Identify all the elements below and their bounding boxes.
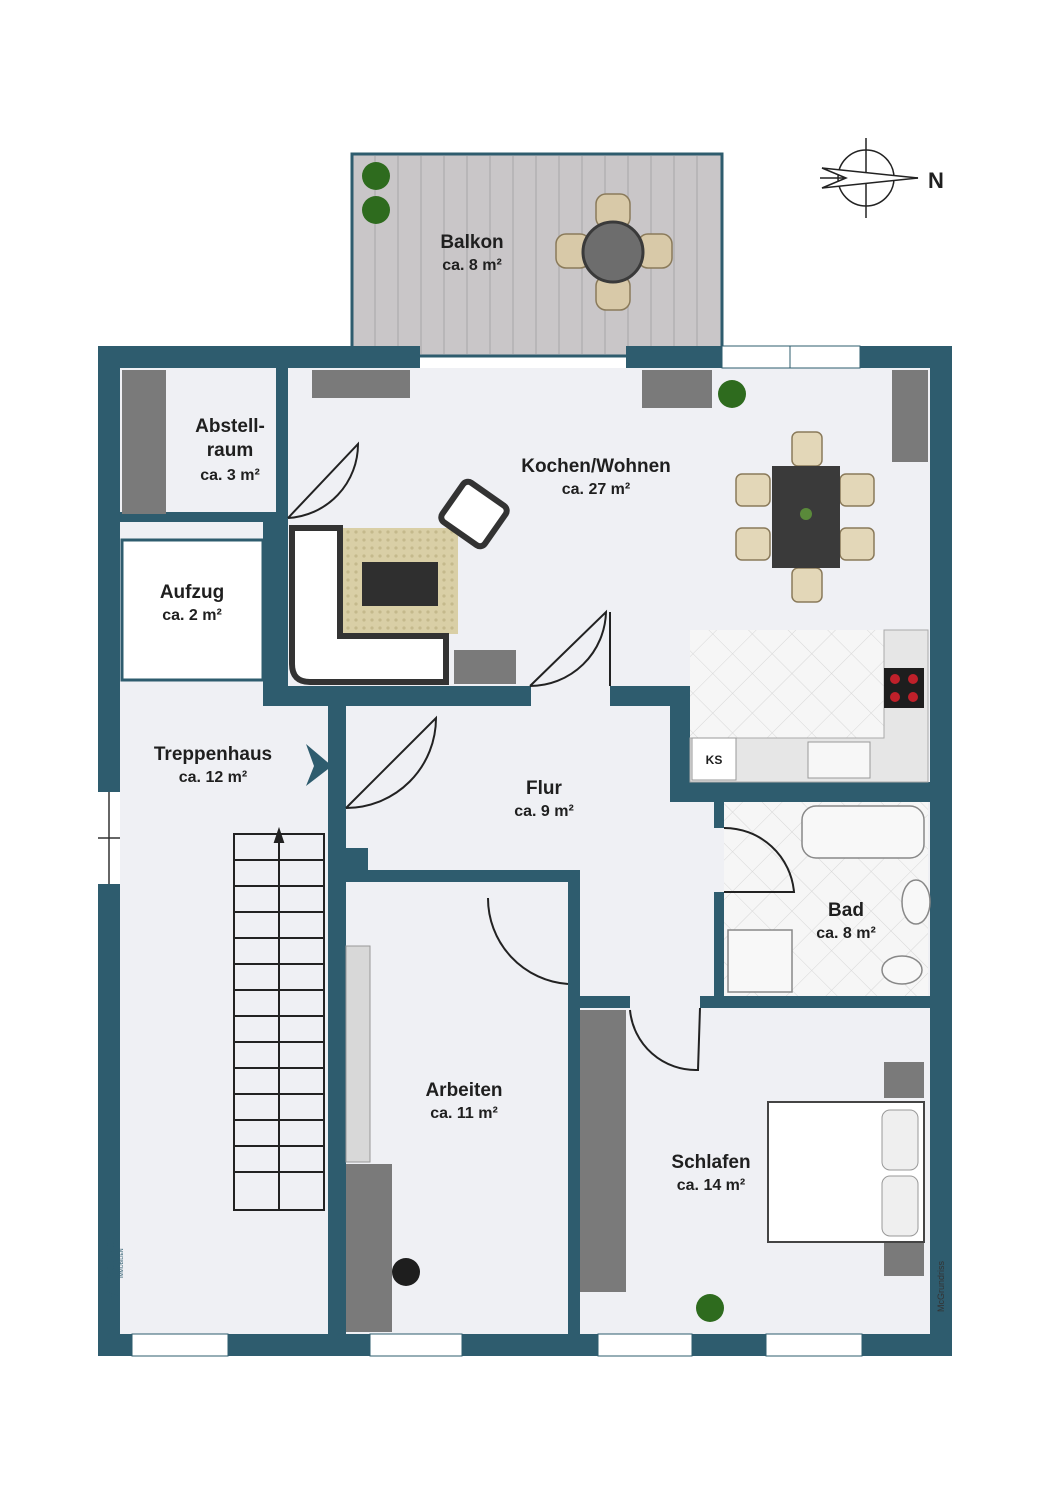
office-furniture (345, 945, 420, 1286)
compass-icon (820, 138, 919, 218)
room-name: Kochen/Wohnen (521, 456, 671, 477)
room-name: Flur (526, 778, 562, 799)
bed (767, 1101, 925, 1243)
room-flur: Flur ca. 9 m² (514, 778, 574, 820)
balcony-table (555, 193, 673, 311)
door-swings (287, 441, 796, 1072)
room-kochen-wohnen: Kochen/Wohnen ca. 27 m² (521, 456, 671, 498)
room-name: Treppenhaus (154, 744, 272, 765)
dining-table (735, 431, 875, 603)
room-bad: Bad ca. 8 m² (816, 900, 876, 942)
room-schlafen: Schlafen ca. 14 m² (671, 1152, 750, 1194)
stair-direction-arrow-icon (306, 744, 332, 786)
room-area: ca. 2 m² (162, 607, 222, 624)
room-area: ca. 9 m² (514, 803, 574, 820)
bathroom-fixtures (727, 805, 931, 993)
elevator-shaft (120, 538, 265, 682)
kitchen-counter (689, 629, 929, 783)
room-treppenhaus: Treppenhaus ca. 12 m² (154, 744, 272, 786)
logo-mark: VP (102, 1279, 122, 1302)
room-name-line2: raum (207, 440, 253, 461)
room-balkon: Balkon ca. 8 m² (440, 232, 503, 274)
walls (98, 346, 952, 1356)
vonpoll-logo: VP VON POLL IMMOBILIEN (102, 1229, 125, 1302)
room-area: ca. 8 m² (442, 257, 502, 274)
staircase (233, 826, 325, 1211)
credit-text: McGrundriss (936, 1260, 946, 1312)
room-area: ca. 14 m² (677, 1177, 745, 1194)
room-name: Aufzug (160, 582, 224, 603)
cabinets (122, 370, 928, 1332)
entrance-door (98, 792, 120, 884)
windows (131, 345, 863, 1357)
room-area: ca. 3 m² (200, 467, 260, 484)
logo-sub: IMMOBILIEN (119, 1248, 125, 1278)
room-area: ca. 11 m² (430, 1105, 498, 1122)
room-name: Bad (828, 900, 864, 921)
living-furniture (289, 478, 516, 685)
room-area: ca. 12 m² (179, 769, 247, 786)
room-name: Arbeiten (425, 1080, 502, 1101)
compass-north-label: N (928, 168, 944, 193)
logo-name: VON POLL (106, 1229, 117, 1278)
room-aufzug: Aufzug ca. 2 m² (160, 582, 224, 624)
plants (362, 162, 746, 1322)
room-area: ca. 8 m² (816, 925, 876, 942)
room-arbeiten: Arbeiten ca. 11 m² (425, 1080, 502, 1122)
room-name-line1: Abstell- (195, 416, 265, 437)
ks-label: KS (706, 753, 723, 767)
room-name: Schlafen (671, 1152, 750, 1173)
room-area: ca. 27 m² (562, 481, 630, 498)
room-name: Balkon (440, 232, 503, 253)
room-abstellraum: Abstell- raum ca. 3 m² (195, 416, 265, 484)
